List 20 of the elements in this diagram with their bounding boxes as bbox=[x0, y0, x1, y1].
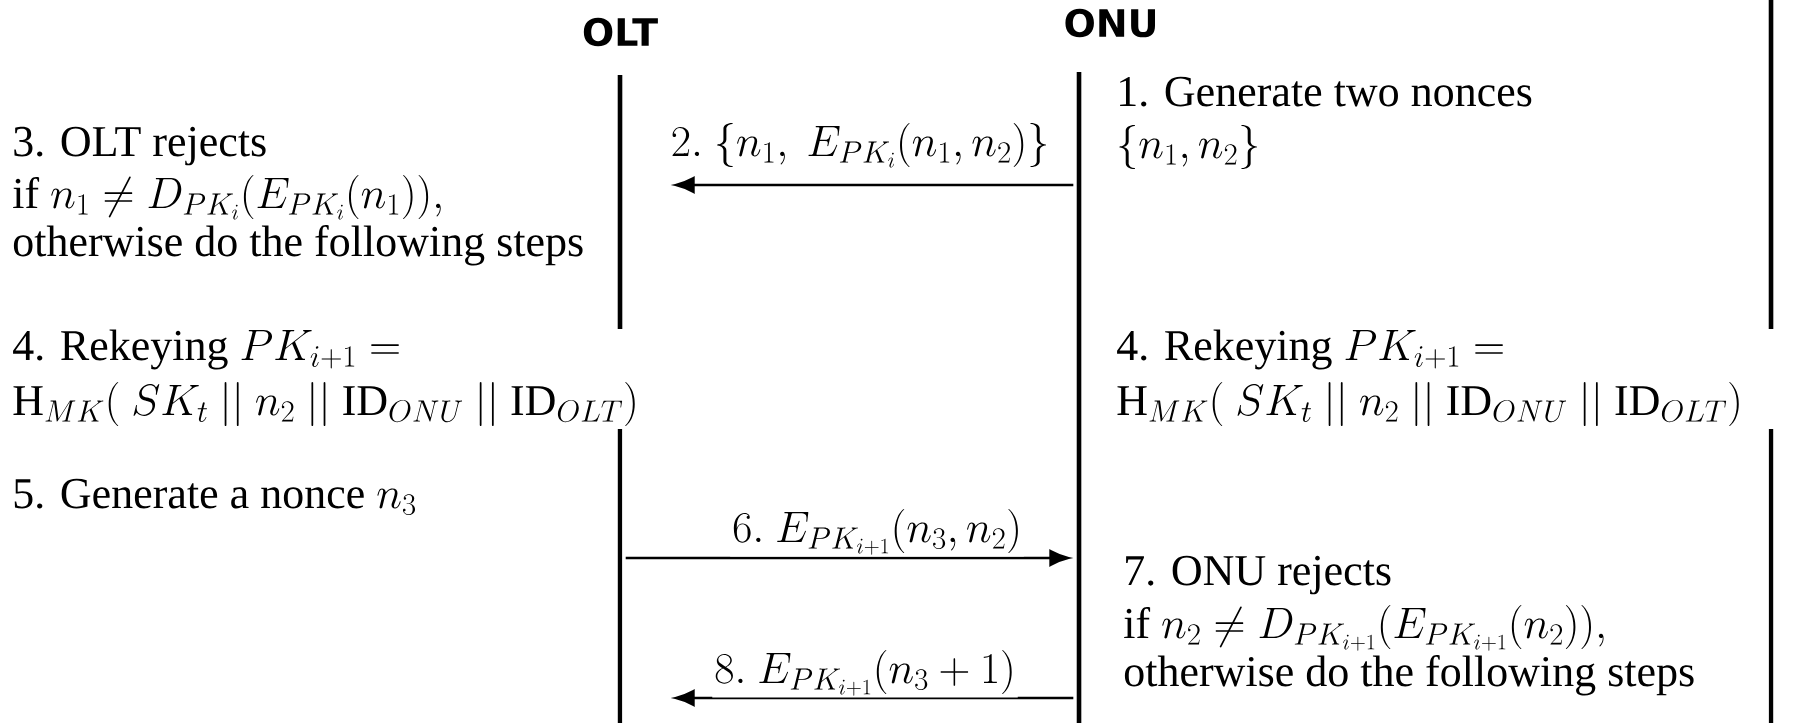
edge-label: $2.\ \{n_1,\ E_{PK_i}(n_1,n_2)\}$ bbox=[668, 121, 1052, 170]
edge-label: $8.\ E_{PK_{i+1}}(n_3+1)$ bbox=[712, 648, 1018, 698]
step-note: 7. ONU rejects bbox=[1126, 555, 1391, 595]
step-note: $\mathrm{H}_{MK}(\ SK_t\ ||\ n_2\ ||\ \mathrm{ID}_{ONU}\ ||\ \mathrm{ID}_{OLT})$ bbox=[1117, 382, 1739, 426]
step-note: $\text{if } n_1 \neq D_{PK_i}(E_{PK_i}(n_1)),$ bbox=[13, 175, 441, 220]
edge-label: $6.\ E_{PK_{i+1}}(n_3,n_2)$ bbox=[730, 507, 1024, 557]
step-note: $\text{4. Rekeying } PK_{i+1} =$ bbox=[13, 329, 399, 370]
step-note: $\text{5. Generate a nonce } n_3$ bbox=[14, 478, 416, 516]
lifeline-heading: OLT bbox=[583, 17, 658, 47]
step-note: $\text{if } n_2 \neq D_{PK_{i+1}}(E_{PK_{i+1}}(n_2)),$ bbox=[1124, 605, 1604, 651]
step-note: 3. OLT rejects bbox=[14, 126, 266, 166]
step-note: $\{n_1, n_2\}$ bbox=[1119, 125, 1257, 169]
step-note: 1. Generate two nonces bbox=[1120, 76, 1532, 107]
arrow bbox=[625, 549, 1070, 567]
arrow bbox=[674, 176, 1074, 194]
step-note: otherwise do the following steps bbox=[1124, 655, 1694, 696]
lifeline-heading: ONU bbox=[1065, 8, 1155, 38]
step-note: $\mathrm{H}_{MK}(\ SK_t\ ||\ n_2\ ||\ \mathrm{ID}_{ONU}\ ||\ \mathrm{ID}_{OLT})$ bbox=[13, 382, 635, 426]
arrow bbox=[674, 689, 1074, 707]
step-note: $\text{4. Rekeying } PK_{i+1} =$ bbox=[1117, 329, 1503, 370]
